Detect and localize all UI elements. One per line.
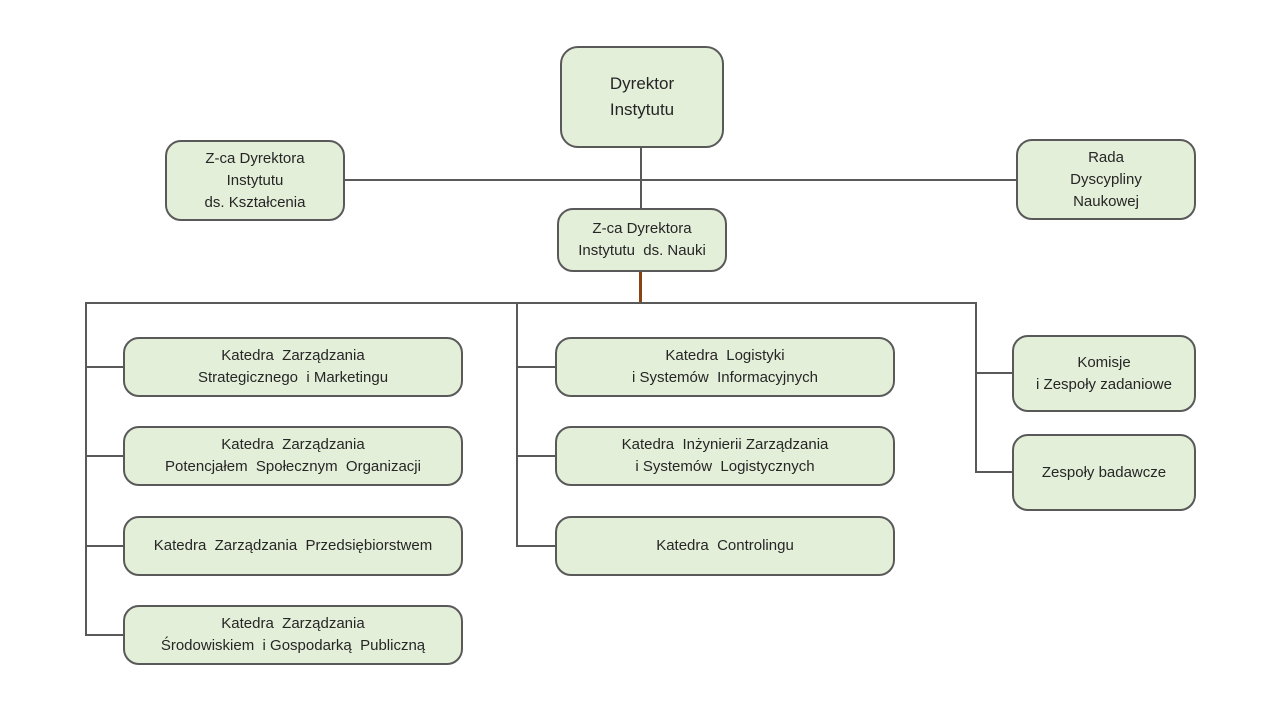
connector-right-stub-2 [975,471,1012,473]
node-dept-environment-public-economy: Katedra Zarządzania Środowiskiem i Gospo… [123,605,463,665]
connector-left-vertical [85,302,87,636]
connector-left-stub-3 [85,545,123,547]
connector-right-stub-1 [975,372,1012,374]
node-dept-strategic-marketing: Katedra Zarządzania Strategicznego i Mar… [123,337,463,397]
node-scientific-council: Rada Dyscypliny Naukowej [1016,139,1196,220]
connector-right-vertical [975,302,977,473]
node-dept-enterprise-management: Katedra Zarządzania Przedsiębiorstwem [123,516,463,576]
connector-middle-stub-3 [516,545,555,547]
connector-left-stub-4 [85,634,123,636]
connector-director-down [640,148,642,208]
node-dept-controlling: Katedra Controlingu [555,516,895,576]
node-committees-task-teams: Komisje i Zespoły zadaniowe [1012,335,1196,412]
connector-middle-stub-2 [516,455,555,457]
node-deputy-education: Z-ca Dyrektora Instytutu ds. Kształcenia [165,140,345,221]
node-dept-management-engineering-logistics: Katedra Inżynierii Zarządzania i Systemó… [555,426,895,486]
connector-left-stub-2 [85,455,123,457]
connector-deputy-science-down-accent [639,272,642,303]
node-dept-social-potential: Katedra Zarządzania Potencjałem Społeczn… [123,426,463,486]
node-research-teams: Zespoły badawcze [1012,434,1196,511]
connector-middle-stub-1 [516,366,555,368]
connector-left-stub-1 [85,366,123,368]
node-deputy-science: Z-ca Dyrektora Instytutu ds. Nauki [557,208,727,272]
node-director: Dyrektor Instytutu [560,46,724,148]
node-dept-logistics-information-systems: Katedra Logistyki i Systemów Informacyjn… [555,337,895,397]
connector-middle-vertical [516,302,518,547]
connector-deputies-horizontal [345,179,1016,181]
connector-main-horizontal [85,302,977,304]
